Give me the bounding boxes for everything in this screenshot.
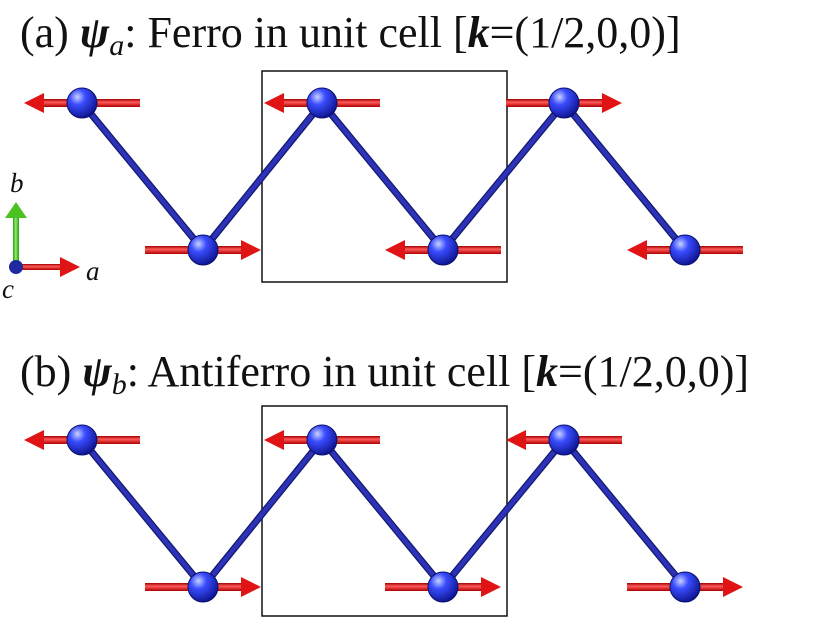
atom: [548, 87, 580, 119]
spin-arrow-head: [264, 93, 284, 113]
spin-arrow-head: [264, 430, 284, 450]
bond: [79, 100, 206, 253]
axis-b-rod: [13, 218, 19, 267]
spin-arrow-head: [506, 430, 526, 450]
axis-a-arrowhead: [60, 257, 80, 277]
panel-b: (b) ψb: Antiferro in unit cell [k=(1/2,0…: [20, 347, 749, 617]
axis-a-label: a: [86, 256, 100, 286]
axis-a-rod: [16, 264, 62, 270]
spin-arrow-head: [24, 430, 44, 450]
panel-a-k-value: =(1/2,0,0)]: [490, 8, 681, 57]
panel-a-structure: [24, 87, 743, 266]
axis-b-arrowhead: [5, 202, 27, 218]
spin-arrow-head: [481, 577, 501, 597]
atom: [669, 571, 701, 603]
bond: [200, 437, 325, 590]
atom: [187, 234, 219, 266]
bond: [319, 437, 446, 590]
panel-a-k-symbol: k: [468, 8, 490, 57]
axis-b-label: b: [10, 168, 24, 198]
atom: [66, 87, 98, 119]
panel-b-title: (b) ψb: Antiferro in unit cell [k=(1/2,0…: [20, 347, 749, 401]
bond: [440, 100, 567, 253]
spin-arrow-head: [723, 577, 743, 597]
spin-arrow-head: [241, 577, 261, 597]
bond: [79, 437, 206, 590]
bond: [440, 437, 567, 590]
panel-b-prefix: (b): [20, 347, 82, 396]
spin-arrow-head: [241, 240, 261, 260]
bond: [561, 437, 688, 590]
axis-indicator: b a c: [2, 168, 100, 304]
bond: [200, 100, 325, 253]
panel-a-title: (a) ψa: Ferro in unit cell [k=(1/2,0,0)]: [20, 8, 681, 62]
panel-b-description: : Antiferro in unit cell [: [127, 347, 536, 396]
spin-arrow-head: [24, 93, 44, 113]
panel-b-subscript: b: [112, 368, 127, 401]
atom: [427, 571, 459, 603]
panel-a-subscript: a: [109, 29, 124, 62]
axis-c-label: c: [2, 274, 14, 304]
spin-arrow-head: [627, 240, 647, 260]
atom: [548, 424, 580, 456]
bond: [561, 100, 688, 253]
spin-arrow-head: [385, 240, 405, 260]
panel-b-psi: ψ: [82, 347, 112, 396]
panel-b-k-symbol: k: [536, 347, 558, 396]
spin-arrow-head: [602, 93, 622, 113]
atom: [669, 234, 701, 266]
bond: [319, 100, 446, 253]
atom: [306, 424, 338, 456]
atom: [187, 571, 219, 603]
panel-a-description: : Ferro in unit cell [: [124, 8, 467, 57]
panel-a: (a) ψa: Ferro in unit cell [k=(1/2,0,0)]…: [2, 8, 743, 304]
panel-b-k-value: =(1/2,0,0)]: [558, 347, 749, 396]
atom: [427, 234, 459, 266]
axis-c-dot: [9, 260, 23, 274]
panel-a-psi: ψ: [80, 8, 110, 57]
atom: [306, 87, 338, 119]
atom: [66, 424, 98, 456]
panel-a-prefix: (a): [20, 8, 80, 57]
panel-b-structure: [24, 424, 743, 603]
